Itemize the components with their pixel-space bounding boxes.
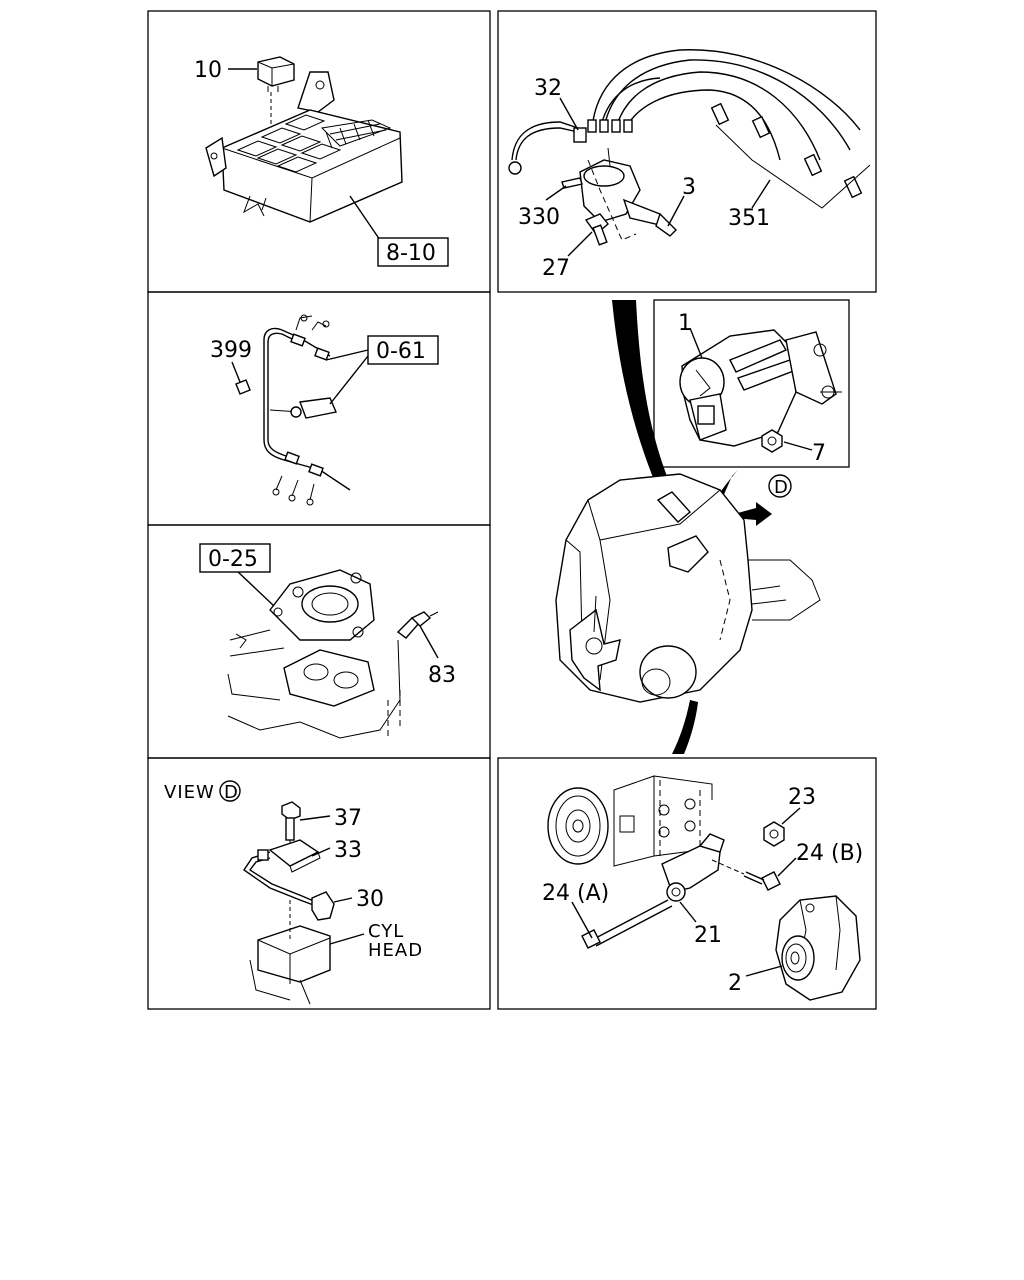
label-21: 21 (694, 923, 722, 948)
panel-alternator (497, 757, 877, 1010)
harness-drawing (231, 314, 369, 506)
label-8-10[interactable]: 8-10 (386, 241, 436, 266)
label-32: 32 (534, 76, 562, 101)
label-head: HEAD (368, 940, 423, 961)
label-view-d: D (224, 782, 239, 803)
label-cyl: CYL (368, 921, 404, 942)
label-399: 399 (210, 338, 252, 363)
ref-box-8-10[interactable] (377, 237, 449, 267)
label-d-arrow: D (774, 477, 789, 498)
panel-starter-inset (653, 299, 850, 468)
d-arrow-marker (768, 474, 792, 498)
label-83: 83 (428, 663, 456, 688)
label-0-25[interactable]: 0-25 (208, 547, 258, 572)
label-1: 1 (678, 311, 692, 336)
manifold-drawing (227, 569, 439, 740)
panel-distributor (497, 10, 877, 293)
label-27: 27 (542, 256, 570, 281)
starter-drawing (679, 327, 842, 453)
label-330: 330 (518, 205, 560, 230)
relay-box-drawing (205, 56, 403, 241)
label-351: 351 (728, 206, 770, 231)
ref-box-0-61[interactable] (367, 335, 439, 365)
label-24b: 24 (B) (796, 841, 863, 866)
label-23: 23 (788, 785, 816, 810)
label-2: 2 (728, 971, 742, 996)
engine-drawing (555, 300, 821, 754)
label-10: 10 (194, 58, 222, 83)
view-d-drawing (243, 801, 365, 1005)
panel-view-d (147, 757, 491, 1010)
view-d-marker (219, 780, 241, 802)
label-7: 7 (812, 441, 826, 466)
label-30: 30 (356, 887, 384, 912)
label-view: VIEW (164, 782, 215, 803)
label-37: 37 (334, 806, 362, 831)
label-33: 33 (334, 838, 362, 863)
label-0-61[interactable]: 0-61 (376, 339, 426, 364)
label-24a: 24 (A) (542, 881, 609, 906)
alternator-drawing (547, 775, 861, 1001)
distributor-drawing (508, 49, 871, 257)
label-3: 3 (682, 175, 696, 200)
ref-box-0-25[interactable] (199, 543, 271, 573)
